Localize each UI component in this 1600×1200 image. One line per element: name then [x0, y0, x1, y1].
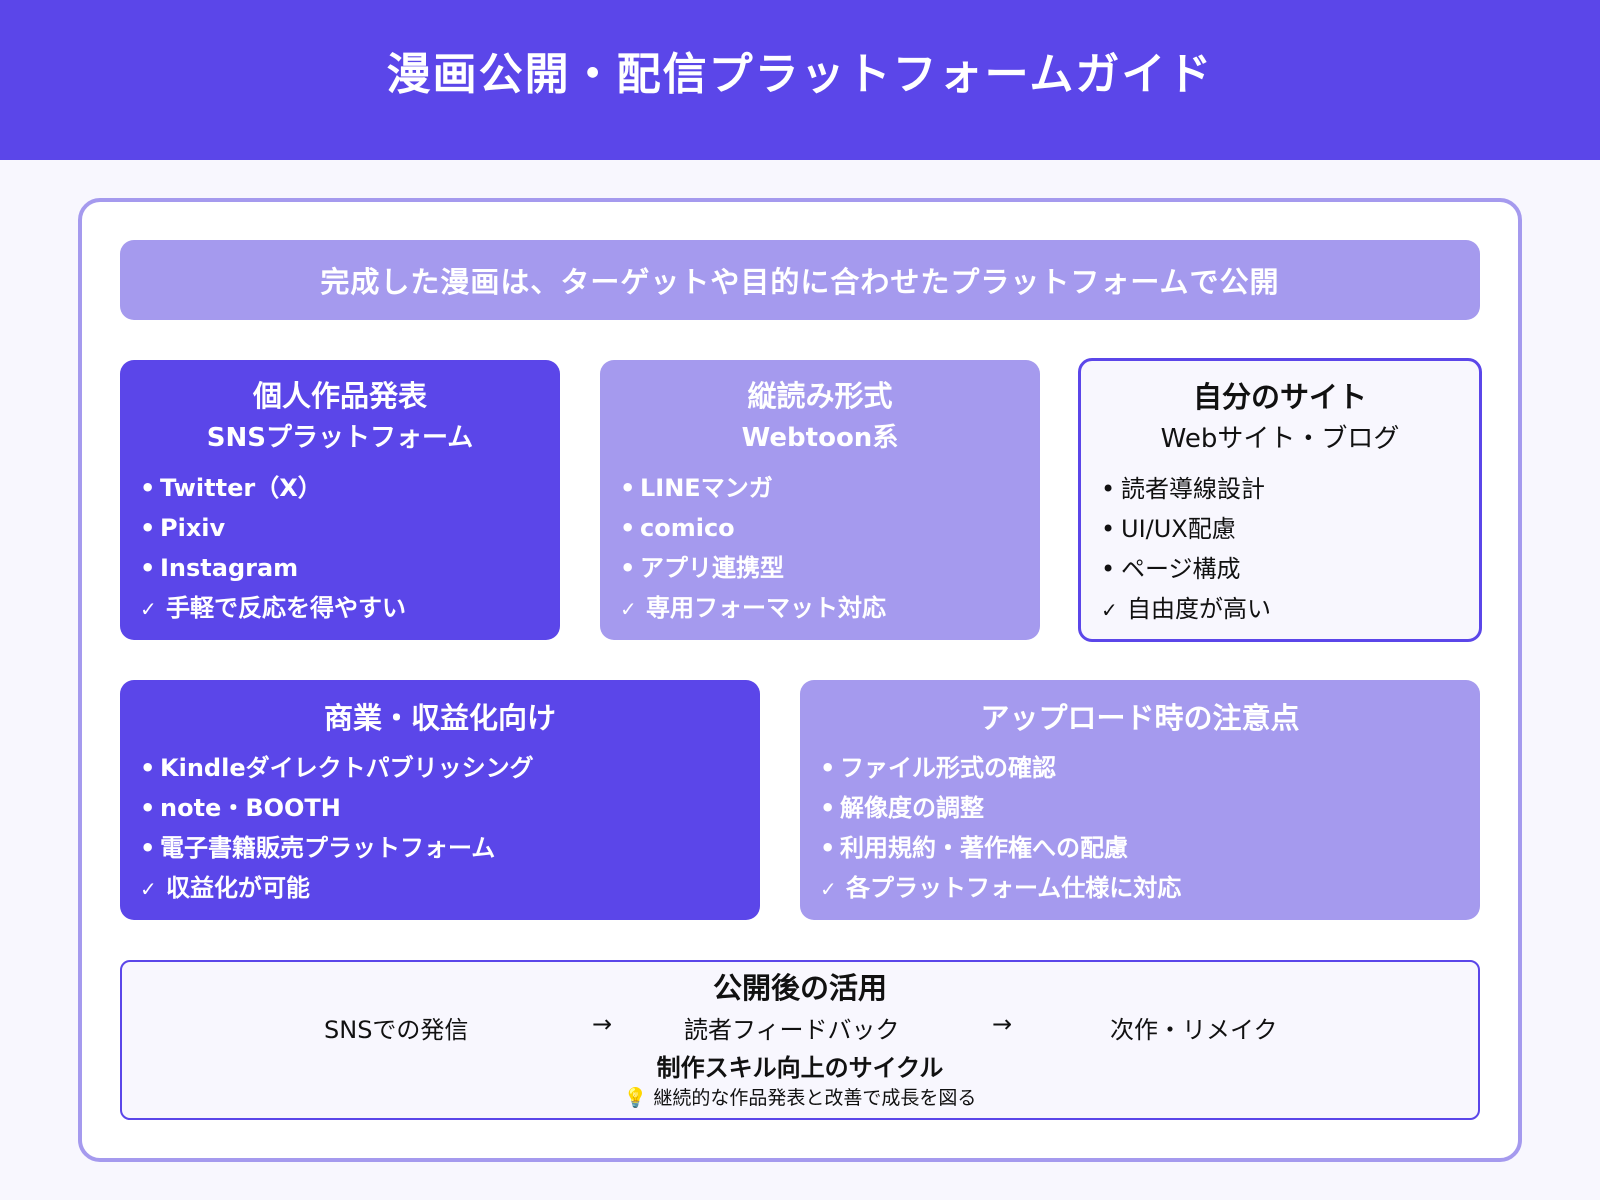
bullet-icon: •: [1101, 555, 1116, 583]
list-item: •comico: [620, 508, 1020, 548]
list-item: •Kindleダイレクトパブリッシング: [140, 748, 740, 788]
panel-title: 公開後の活用: [712, 971, 887, 1005]
intro-banner: 完成した漫画は、ターゲットや目的に合わせたプラットフォームで公開: [120, 240, 1480, 320]
card-title: 商業・収益化向け: [323, 701, 556, 735]
check-item: ✓自由度が高い: [1101, 589, 1459, 630]
bullet-icon: •: [140, 474, 156, 502]
list-item: •LINEマンガ: [620, 468, 1020, 508]
flow-step-next-work: 次作・リメイク: [1110, 1016, 1278, 1044]
intro-text: 完成した漫画は、ターゲットや目的に合わせたプラットフォームで公開: [320, 265, 1280, 299]
bullet-icon: •: [140, 794, 156, 822]
card-commercial: 商業・収益化向け •Kindleダイレクトパブリッシング •note・BOOTH…: [120, 680, 760, 920]
list-item: •ページ構成: [1101, 549, 1459, 589]
cycle-label: 制作スキル向上のサイクル: [656, 1054, 944, 1082]
bullet-icon: •: [140, 754, 156, 782]
check-icon: ✓: [140, 597, 157, 621]
card-title: 縦読み形式: [747, 379, 893, 413]
card-subtitle: SNSプラットフォーム: [206, 423, 474, 453]
tip-note: 💡 継続的な作品発表と改善で成長を図る: [623, 1087, 977, 1109]
list-item: •UI/UX配慮: [1101, 509, 1459, 549]
bullet-icon: •: [620, 474, 636, 502]
check-icon: ✓: [820, 877, 837, 901]
bullet-icon: •: [1101, 475, 1116, 503]
check-item: ✓専用フォーマット対応: [620, 588, 1020, 629]
bullet-icon: •: [620, 554, 636, 582]
flow-row: SNSでの発信 → 読者フィードバック → 次作・リメイク: [122, 1008, 1478, 1050]
list-item: •電子書籍販売プラットフォーム: [140, 828, 740, 868]
list-item: •利用規約・著作権への配慮: [820, 828, 1460, 868]
check-item: ✓収益化が可能: [140, 868, 740, 909]
list-item: •Pixiv: [140, 508, 540, 548]
flow-step-feedback: 読者フィードバック: [684, 1016, 900, 1044]
bullet-icon: •: [820, 754, 836, 782]
check-item: ✓各プラットフォーム仕様に対応: [820, 868, 1460, 909]
bullet-icon: •: [140, 554, 156, 582]
list-item: •解像度の調整: [820, 788, 1460, 828]
list-item: •読者導線設計: [1101, 469, 1459, 509]
card-own-site: 自分のサイト Webサイト・ブログ •読者導線設計 •UI/UX配慮 •ページ構…: [1078, 358, 1482, 642]
bullet-icon: •: [140, 834, 156, 862]
list-item: •note・BOOTH: [140, 788, 740, 828]
bullet-icon: •: [820, 794, 836, 822]
bullet-icon: •: [1101, 515, 1116, 543]
card-upload-notes: アップロード時の注意点 •ファイル形式の確認 •解像度の調整 •利用規約・著作権…: [800, 680, 1480, 920]
check-icon: ✓: [620, 597, 637, 621]
page-title: 漫画公開・配信プラットフォームガイド: [386, 49, 1214, 100]
card-title: 自分のサイト: [1192, 380, 1367, 414]
arrow-right-icon: →: [592, 1010, 613, 1038]
check-icon: ✓: [140, 877, 157, 901]
card-subtitle: Webtoon系: [741, 423, 899, 453]
flow-step-sns: SNSでの発信: [324, 1016, 469, 1044]
bullet-icon: •: [140, 514, 156, 542]
list-item: •アプリ連携型: [620, 548, 1020, 588]
card-title: 個人作品発表: [252, 379, 427, 413]
lightbulb-icon: 💡: [623, 1087, 648, 1109]
card-vertical-webtoon: 縦読み形式 Webtoon系 •LINEマンガ •comico •アプリ連携型 …: [600, 360, 1040, 640]
after-publish-panel: 公開後の活用 SNSでの発信 → 読者フィードバック → 次作・リメイク 制作ス…: [120, 960, 1480, 1120]
arrow-right-icon: →: [992, 1010, 1013, 1038]
bullet-icon: •: [820, 834, 836, 862]
list-item: •Twitter（X）: [140, 468, 540, 508]
check-item: ✓手軽で反応を得やすい: [140, 588, 540, 629]
card-subtitle: Webサイト・ブログ: [1160, 424, 1400, 454]
page-header: 漫画公開・配信プラットフォームガイド: [0, 0, 1600, 160]
card-title: アップロード時の注意点: [980, 701, 1300, 735]
bullet-icon: •: [620, 514, 636, 542]
check-icon: ✓: [1101, 598, 1118, 622]
list-item: •Instagram: [140, 548, 540, 588]
card-personal-sns: 個人作品発表 SNSプラットフォーム •Twitter（X） •Pixiv •I…: [120, 360, 560, 640]
list-item: •ファイル形式の確認: [820, 748, 1460, 788]
